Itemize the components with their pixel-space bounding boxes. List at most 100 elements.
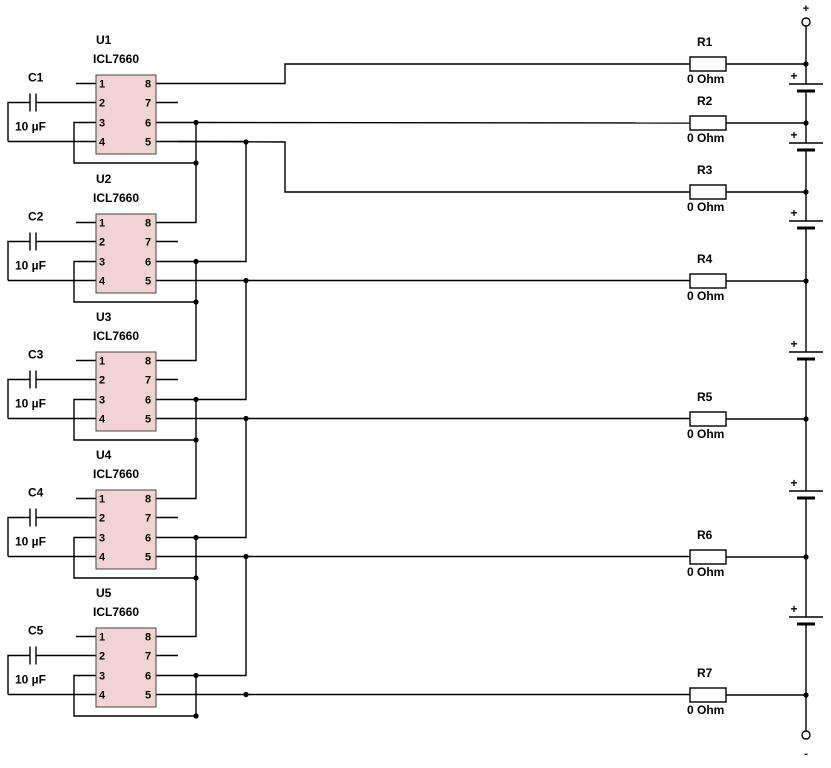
pin-number-right: 6 (145, 671, 151, 683)
chip-ref-label: U1 (96, 33, 112, 47)
pin-number-left: 4 (99, 690, 106, 702)
resistor-value-label: 0 Ohm (687, 131, 724, 145)
battery-plus-sign: + (790, 476, 797, 490)
battery-plus-sign: + (790, 206, 797, 220)
resistor-body (689, 184, 727, 200)
resistor-r2: R2 0 Ohm (687, 94, 809, 145)
pin-number-left: 3 (99, 118, 105, 130)
resistor-value-label: 0 Ohm (687, 703, 724, 717)
pin-number-right: 5 (145, 276, 151, 288)
capacitor-lead-left (7, 516, 30, 557)
pin-number-left: 1 (99, 494, 105, 506)
resistor-r1: R10 Ohm (687, 35, 809, 86)
chip-body (95, 351, 157, 432)
junction-dot (243, 553, 249, 560)
capacitor-lead-left (7, 378, 30, 419)
pin-number-right: 5 (145, 690, 151, 702)
resistor-r3: R30 Ohm (687, 163, 809, 214)
wire-bus-246 (196, 556, 247, 677)
chip-part-label: ICL7660 (93, 52, 139, 66)
junction-dot (243, 415, 249, 422)
resistor-ref-label: R7 (697, 666, 713, 680)
resistor-r4: R40 Ohm (687, 252, 809, 303)
junction-dot (193, 437, 199, 443)
pin3-loop-wire (73, 121, 196, 164)
resistor-body (689, 687, 727, 703)
chip-part-label: ICL7660 (93, 191, 139, 205)
pin-number-left: 4 (99, 137, 106, 149)
chip-ref-label: U5 (96, 586, 112, 600)
wire-bus-196 (178, 122, 197, 224)
capacitor-value-label: 10 µF (15, 397, 46, 411)
pin-number-right: 6 (145, 257, 151, 269)
pin-number-left: 1 (99, 356, 105, 368)
junction-dot (193, 160, 199, 166)
pin-number-right: 7 (145, 98, 151, 110)
pin-number-left: 2 (99, 375, 105, 387)
chip-body (95, 627, 157, 708)
positive-terminal (801, 17, 811, 27)
resistor-r5: R50 Ohm (687, 390, 809, 441)
battery-plus-sign: + (790, 69, 797, 83)
resistor-value-label: 0 Ohm (687, 72, 724, 86)
wire-bus-196 (178, 399, 197, 500)
pin3-loop-wire (73, 536, 196, 579)
resistor-body (689, 549, 727, 565)
capacitor-ref-label: C4 (28, 486, 44, 500)
chip-part-label: ICL7660 (93, 467, 139, 481)
chip-ref-label: U2 (96, 172, 112, 186)
pin-number-right: 5 (145, 552, 151, 564)
pin-number-left: 2 (99, 237, 105, 249)
pin3-loop-wire (73, 260, 196, 303)
pin-number-right: 8 (145, 79, 151, 91)
capacitor-ref-label: C2 (28, 210, 44, 224)
wire-u1-pin5 (177, 140, 690, 193)
pin-number-right: 6 (145, 533, 151, 545)
capacitor-value-label: 10 µF (15, 673, 46, 687)
resistor-ref-label: R5 (697, 390, 713, 404)
positive-terminal-label: + (803, 3, 809, 15)
chip-part-label: ICL7660 (93, 605, 139, 619)
capacitor-lead-left (7, 654, 30, 695)
pin-number-left: 1 (99, 632, 105, 644)
wire-bus-246 (196, 141, 247, 263)
pin-number-left: 1 (99, 79, 105, 91)
pin-number-right: 8 (145, 356, 151, 368)
resistor-body (689, 56, 727, 72)
wire-u1-pin6 (195, 121, 691, 124)
wire-bus-196 (178, 261, 197, 362)
wire-bus-246 (196, 418, 247, 539)
resistor-ref-label: R3 (697, 163, 713, 177)
pin-number-right: 5 (145, 137, 151, 149)
resistor-r7: R7 0 Ohm (687, 666, 809, 717)
capacitor-lead-left (7, 240, 30, 281)
resistor-ref-label: R2 (697, 94, 713, 108)
battery-plus-sign: + (790, 128, 797, 142)
pin-number-right: 7 (145, 513, 151, 525)
capacitor-lead-left (7, 101, 30, 142)
resistor-value-label: 0 Ohm (687, 565, 724, 579)
capacitor-ref-label: C1 (28, 71, 44, 85)
wiring-group (177, 63, 691, 719)
battery-plus-sign: + (790, 602, 797, 616)
chip-ref-label: U4 (96, 448, 112, 462)
capacitor-ref-label: C3 (28, 348, 44, 362)
resistor-ref-label: R4 (697, 252, 713, 266)
pin-number-right: 8 (145, 632, 151, 644)
pin-number-left: 2 (99, 513, 105, 525)
pin-number-left: 4 (99, 276, 106, 288)
resistor-ref-label: R6 (697, 528, 713, 542)
pin-number-left: 3 (99, 395, 105, 407)
capacitor-ref-label: C5 (28, 624, 44, 638)
pin-number-left: 2 (99, 98, 105, 110)
chip-body (95, 489, 157, 570)
negative-terminal-label: - (804, 748, 808, 760)
pin-number-right: 8 (145, 218, 151, 230)
capacitor-value-label: 10 µF (15, 535, 46, 549)
